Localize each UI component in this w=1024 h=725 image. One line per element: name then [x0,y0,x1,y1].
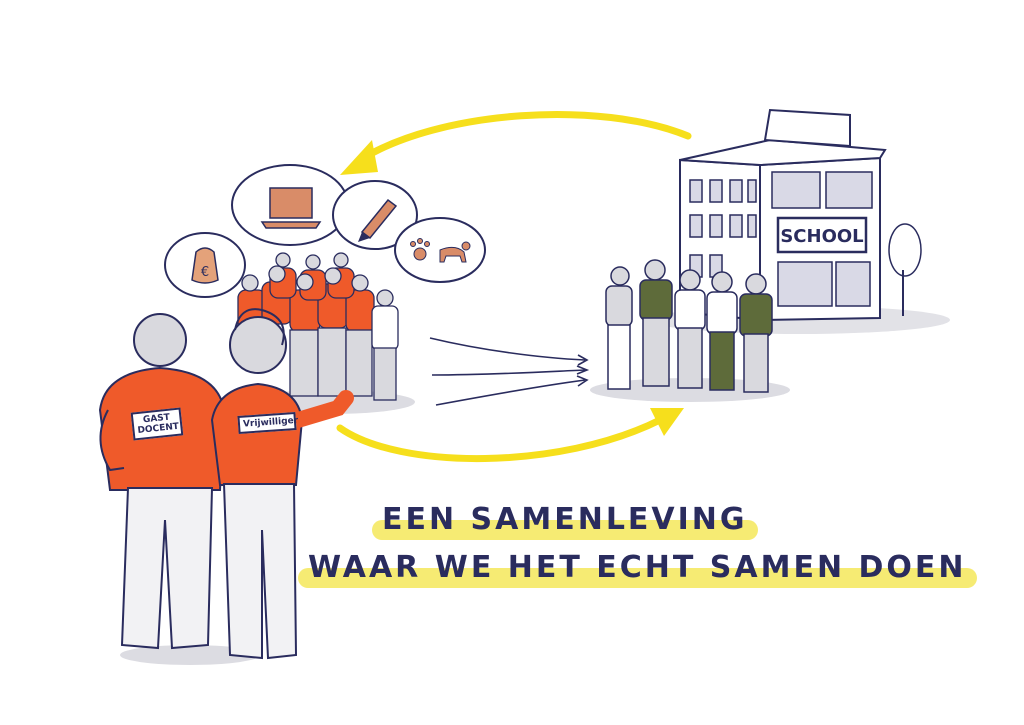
top-cycle-arrow [340,111,692,175]
laptop-icon [260,187,322,229]
guest-teacher-badge: GAST DOCENT [130,407,184,441]
slogan-line-2-text: WAAR WE HET ECHT SAMEN DOEN [308,550,967,585]
paw-and-dog-icon [410,238,471,263]
slogan-line-1: EEN SAMENLEVING [372,502,758,540]
bubble-laptop [231,164,349,246]
guest-teacher-figure [98,313,260,665]
school-building: SCHOOL [650,108,950,334]
bubble-pencil [332,180,418,250]
bottom-cycle-arrow [336,408,684,463]
pencil-icon [358,198,398,242]
slogan-line-1-text: EEN SAMENLEVING [382,502,748,537]
slogan-line-2: WAAR WE HET ECHT SAMEN DOEN [298,550,977,588]
bubble-animal [394,217,486,283]
volunteer-figure [210,308,354,660]
school-group [590,259,790,402]
svg-text:€: € [201,265,209,280]
money-bag-icon: € [191,247,219,284]
school-sign: SCHOOL [780,226,863,247]
bubble-money: € [164,232,246,298]
connection-arrows [429,337,590,406]
